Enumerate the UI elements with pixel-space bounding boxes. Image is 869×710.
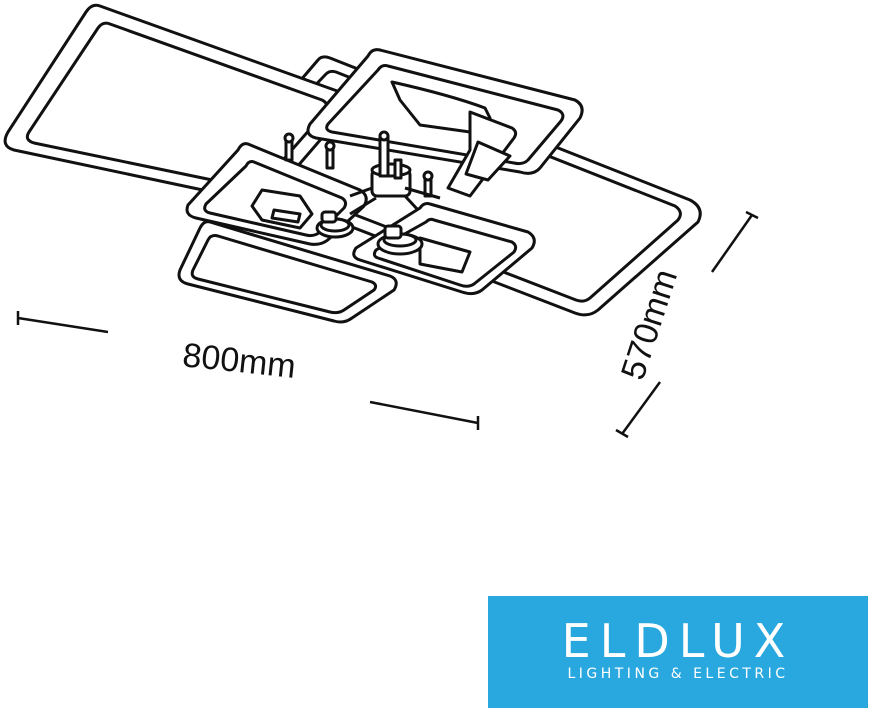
- depth-dimension: [615, 210, 759, 439]
- depth-tick-bottom: [615, 428, 629, 439]
- mounting-hub: [283, 130, 441, 216]
- frame-bottom-left: [177, 220, 398, 324]
- logo-tagline: LIGHTING & ELECTRIC: [567, 666, 789, 682]
- depth-dimension-line-bottom: [620, 381, 662, 435]
- logo-brand-text: ELDLUX: [561, 614, 795, 668]
- depth-tick-top: [745, 210, 759, 220]
- width-dimension-line-left: [17, 316, 109, 334]
- ceiling-lamp-drawing: [3, 3, 702, 324]
- width-label: 800mm: [181, 336, 298, 386]
- width-dimension-line-right: [369, 400, 479, 425]
- depth-dimension-line-top: [710, 214, 754, 273]
- width-dimension: [16, 311, 480, 430]
- inner-block: [446, 110, 518, 198]
- connector-knobs: [315, 210, 424, 256]
- brand-logo: ELDLUX LIGHTING & ELECTRIC: [488, 596, 868, 708]
